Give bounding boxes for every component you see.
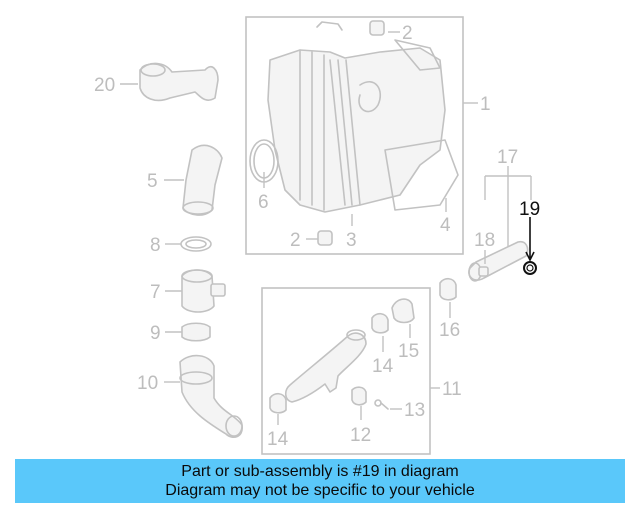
grommet-part-2-bottom [317, 230, 333, 246]
intake-hose-part-20 [139, 62, 219, 102]
callout-9: 9 [150, 323, 161, 344]
callout-4: 4 [440, 215, 451, 236]
callout-18: 18 [474, 230, 495, 251]
info-banner: Part or sub-assembly is #19 in diagram D… [15, 459, 625, 503]
banner-line-2: Diagram may not be specific to your vehi… [165, 482, 475, 499]
o-ring-part-19[interactable] [523, 261, 537, 275]
gasket-part-8 [180, 236, 212, 252]
grommet-part-2-top [369, 20, 385, 36]
callout-17: 17 [497, 147, 518, 168]
callout-7: 7 [150, 282, 161, 303]
callout-11: 11 [442, 379, 462, 400]
valve-part-18 [478, 266, 489, 277]
callout-1: 1 [480, 94, 491, 115]
lower-hose-part-10 [179, 354, 243, 439]
clamp-part-14-upper [371, 312, 389, 334]
callout-14-lower: 14 [267, 429, 289, 450]
callout-5: 5 [147, 171, 158, 192]
callout-2-bottom: 2 [290, 230, 301, 251]
connector-clip-top [316, 21, 343, 31]
callout-6: 6 [258, 192, 269, 213]
callout-13: 13 [404, 400, 425, 421]
grommet-part-12 [351, 386, 367, 406]
callout-14-upper: 14 [372, 356, 394, 377]
clamp-part-16 [439, 277, 457, 301]
elbow-part-5 [182, 144, 223, 216]
air-cleaner-assembly-box [245, 16, 464, 255]
connector-hose-part-15 [391, 298, 415, 324]
bracket-17 [484, 166, 532, 258]
air-cleaner-housing-part [267, 39, 459, 213]
intake-hose-assembly-box [261, 287, 431, 455]
hose-clamp-part-9 [181, 322, 211, 342]
callout-16: 16 [439, 320, 460, 341]
callout-10: 10 [137, 373, 158, 394]
intake-pipe-part-11 [284, 329, 367, 403]
callout-3: 3 [346, 230, 357, 251]
mass-air-flow-sensor-part-7 [181, 269, 226, 313]
callout-19[interactable]: 19 [519, 199, 540, 220]
callout-15: 15 [398, 341, 419, 362]
callout-2-top: 2 [402, 23, 413, 44]
callout-12: 12 [350, 425, 371, 446]
callout-20: 20 [94, 75, 115, 96]
banner-line-1: Part or sub-assembly is #19 in diagram [181, 463, 459, 480]
clamp-part-14-lower [269, 392, 287, 414]
leader-line-19 [525, 217, 535, 262]
callout-8: 8 [150, 235, 161, 256]
clip-part-13 [374, 399, 389, 410]
